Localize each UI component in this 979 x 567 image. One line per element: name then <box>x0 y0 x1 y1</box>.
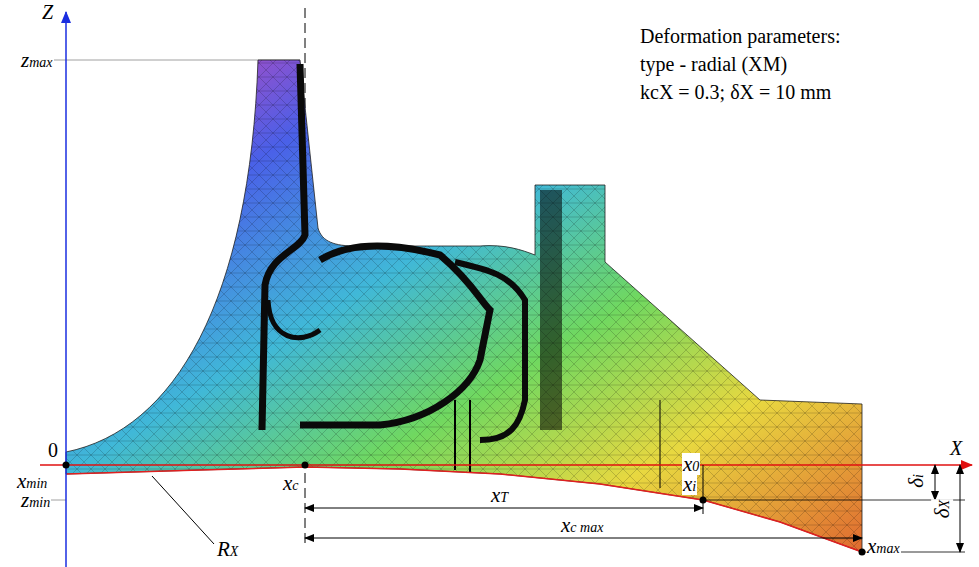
axis-value: zmin <box>20 489 51 511</box>
dimension-value: δi <box>905 473 927 489</box>
dimension-value: xc max <box>560 514 604 536</box>
radius-name: RX <box>216 538 239 560</box>
axis-name: Z <box>42 2 53 23</box>
dimension-value: δX <box>931 499 953 519</box>
origin-mark: 0 <box>48 440 58 461</box>
note-text: kcX = 0.3; δX = 10 mm <box>640 82 831 103</box>
point-name: xi <box>682 473 697 495</box>
note-text: Deformation parameters: <box>640 26 840 47</box>
axis-value: zmax <box>20 49 54 71</box>
point-name: xc <box>282 472 300 494</box>
axis-name: X <box>950 438 962 459</box>
dimension-value: xT <box>490 484 509 506</box>
point-name: xmax <box>866 535 901 557</box>
note-text: type - radial (XM) <box>640 54 787 75</box>
